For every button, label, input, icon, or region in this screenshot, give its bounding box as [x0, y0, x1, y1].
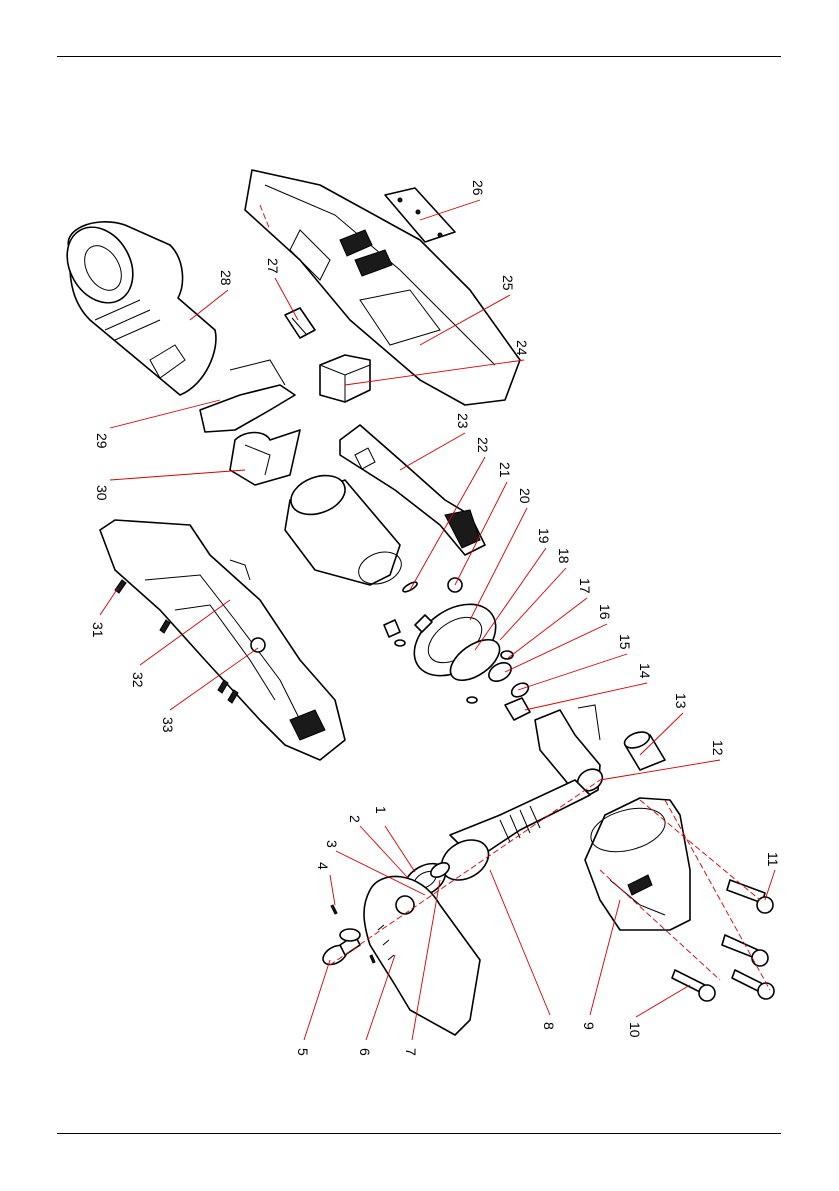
- spindle-shaft: [440, 779, 591, 881]
- callout-21: 21: [497, 462, 513, 478]
- lower-housing: [99, 519, 346, 761]
- callout-14: 14: [637, 663, 653, 679]
- battery-pack: [66, 221, 217, 396]
- callout-29: 29: [94, 433, 110, 449]
- footer-rule: [57, 1133, 781, 1134]
- callout-4: 4: [315, 862, 331, 870]
- housing-screws: [114, 579, 239, 704]
- callout-22: 22: [475, 437, 491, 453]
- terminal-block: [319, 354, 371, 403]
- callout-12: 12: [710, 740, 726, 756]
- callout-20: 20: [517, 488, 533, 504]
- callout-17: 17: [577, 578, 593, 594]
- callout-6: 6: [357, 1048, 373, 1056]
- callout-31: 31: [90, 622, 106, 638]
- callout-19: 19: [536, 528, 552, 544]
- callout-9: 9: [581, 1022, 597, 1030]
- callout-26: 26: [470, 180, 486, 196]
- header-rule: [57, 56, 781, 57]
- callout-2: 2: [347, 815, 363, 823]
- callout-16: 16: [597, 604, 613, 620]
- oscillating-fork: [534, 704, 604, 801]
- callout-23: 23: [455, 413, 471, 429]
- callout-labels: 1 2 3 4 5 6 7 8 9 10 11 12 13 14 15 16 1…: [90, 180, 781, 1056]
- leader-lines: [99, 199, 776, 1041]
- callout-10: 10: [627, 1022, 643, 1038]
- callout-15: 15: [617, 634, 633, 650]
- callout-7: 7: [403, 1048, 419, 1056]
- upper-housing: [244, 169, 521, 406]
- pcb-plate: [384, 187, 456, 243]
- callout-25: 25: [500, 275, 516, 291]
- callout-3: 3: [324, 840, 340, 848]
- callout-33: 33: [160, 717, 176, 733]
- callout-32: 32: [130, 672, 146, 688]
- callout-24: 24: [514, 340, 530, 356]
- callout-13: 13: [673, 693, 689, 709]
- callout-8: 8: [541, 1022, 557, 1030]
- connector: [284, 307, 316, 339]
- callout-27: 27: [265, 258, 281, 274]
- callout-28: 28: [218, 270, 234, 286]
- callout-5: 5: [295, 1048, 311, 1056]
- saw-blade: [363, 875, 481, 1036]
- motor: [284, 474, 402, 586]
- callout-30: 30: [94, 485, 110, 501]
- callout-1: 1: [373, 806, 389, 814]
- circuit-board: [339, 424, 486, 556]
- front-housing: [584, 797, 691, 931]
- bearing-sleeve: [623, 731, 666, 771]
- callout-18: 18: [556, 548, 572, 564]
- switch-button: [229, 429, 301, 486]
- gear-housing: [413, 577, 501, 682]
- battery-bracket: [199, 359, 296, 433]
- assembly-axes: [259, 204, 771, 991]
- clamp-bolt: [322, 904, 376, 966]
- callout-11: 11: [765, 852, 781, 867]
